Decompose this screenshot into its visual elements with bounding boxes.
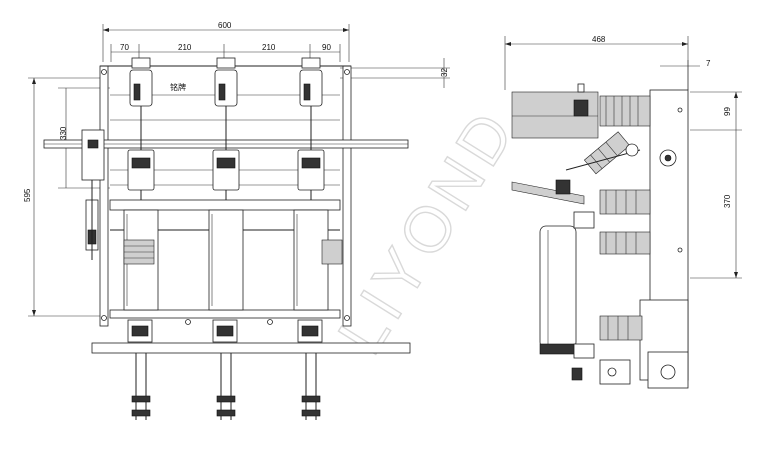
watermark: LIYOND — [324, 96, 530, 367]
dim-top-offset: 32 — [340, 58, 450, 88]
nameplate-label: 铭牌 — [170, 82, 186, 92]
front-view: 600 70 210 210 90 32 — [23, 21, 450, 420]
dim-label-595: 595 — [23, 188, 32, 202]
dim-overall-width: 600 — [102, 21, 350, 62]
fuse — [539, 211, 595, 359]
mounting-plate — [639, 89, 689, 389]
dim-label-210-a: 210 — [178, 43, 192, 52]
dim-label-99: 99 — [723, 107, 732, 116]
pole-2 — [208, 57, 244, 420]
dim-label-7: 7 — [706, 59, 711, 68]
side-view: 468 7 99 370 — [504, 35, 742, 389]
upper-contact — [511, 83, 599, 139]
dim-label-32: 32 — [440, 68, 449, 77]
dim-label-370: 370 — [723, 194, 732, 208]
insulators — [583, 95, 651, 341]
dim-label-70: 70 — [120, 43, 129, 52]
dim-label-468: 468 — [592, 35, 606, 44]
dim-side-right: 99 370 — [690, 91, 742, 279]
pole-3 — [293, 57, 329, 420]
springs — [123, 239, 343, 265]
switch-arm — [511, 143, 641, 205]
dim-label-330: 330 — [59, 126, 68, 140]
pole-1 — [123, 57, 159, 420]
lower-terminal — [571, 359, 631, 385]
dim-left: 595 330 — [23, 77, 110, 317]
dim-label-210-b: 210 — [262, 43, 276, 52]
dim-right-offset: 7 — [660, 59, 711, 90]
dim-label-90: 90 — [322, 43, 331, 52]
dim-overall-depth: 468 — [504, 35, 689, 90]
dim-label-600: 600 — [218, 21, 232, 30]
